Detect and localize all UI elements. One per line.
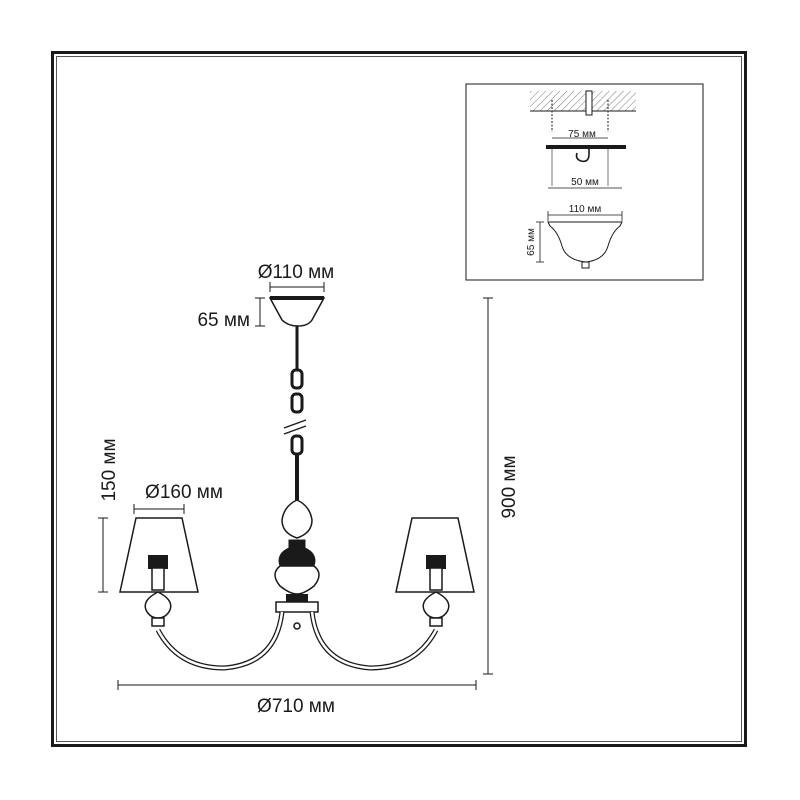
chain-link	[290, 392, 304, 414]
canopy-height-label: 65 мм	[197, 310, 250, 331]
outer-frame	[51, 51, 747, 747]
chain-link	[290, 434, 304, 456]
chain-link	[290, 368, 304, 390]
mounting-bracket	[546, 145, 626, 149]
total-width-label: Ø710 мм	[257, 696, 335, 717]
left-cup	[144, 591, 172, 619]
bracket-spacing-label: 75 мм	[568, 129, 596, 140]
column-bulb	[281, 499, 313, 539]
canopy-diameter-label: Ø110 мм	[258, 262, 334, 283]
hook-width-label: 50 мм	[571, 177, 599, 188]
shade-diameter-label: Ø160 мм	[145, 482, 223, 503]
mounting-inset: 75 мм 50 мм 110 мм 65 мм	[465, 83, 704, 281]
dimension-lines	[98, 282, 493, 690]
left-arm	[155, 611, 285, 671]
cup-diameter-label: 110 мм	[569, 204, 602, 215]
hook-icon	[575, 149, 590, 163]
shade-height-label: 150 мм	[99, 438, 120, 501]
right-arm	[309, 611, 439, 671]
total-height-label: 900 мм	[499, 455, 520, 518]
canopy	[268, 297, 326, 327]
cup-height-label: 65 мм	[526, 228, 537, 256]
ceiling-hatch	[530, 91, 636, 111]
chandelier	[119, 296, 475, 671]
arm-hub	[275, 601, 319, 613]
inner-frame	[56, 56, 742, 742]
right-cup	[422, 591, 450, 619]
